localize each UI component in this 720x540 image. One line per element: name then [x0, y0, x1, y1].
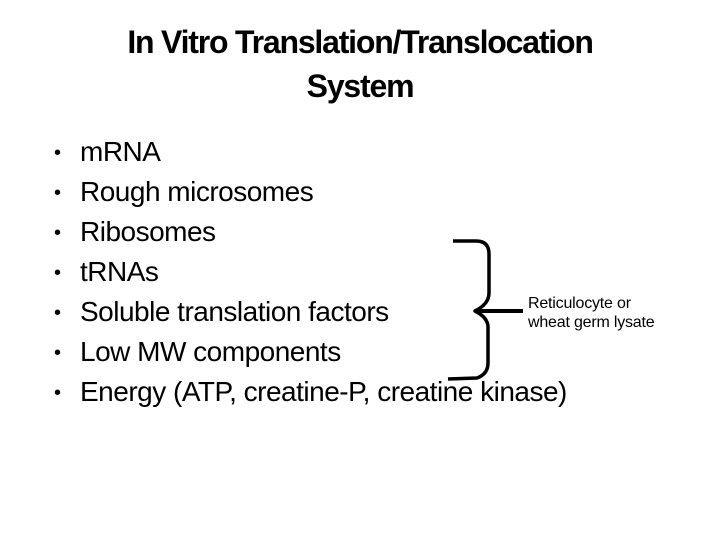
- list-item-label: Soluble translation factors: [80, 296, 389, 327]
- bullet-icon: •: [54, 341, 62, 364]
- list-item-label: mRNA: [80, 136, 161, 167]
- bullet-icon: •: [54, 141, 62, 164]
- list-item: • tRNAs: [54, 252, 567, 292]
- list-item: • Rough microsomes: [54, 172, 567, 212]
- brace-label-line-2: wheat germ lysate: [528, 314, 655, 331]
- list-item-label: Rough microsomes: [80, 176, 314, 207]
- bullet-icon: •: [54, 261, 62, 284]
- list-item: • Low MW components: [54, 332, 567, 372]
- slide-title-line-1: In Vitro Translation/Translocation: [127, 24, 594, 60]
- list-item-label: Energy (ATP, creatine-P, creatine kinase…: [80, 376, 567, 407]
- bullet-icon: •: [54, 221, 62, 244]
- bullet-list: • mRNA • Rough microsomes • Ribosomes • …: [54, 132, 567, 412]
- list-item-label: tRNAs: [80, 256, 159, 287]
- list-item: • mRNA: [54, 132, 567, 172]
- bullet-icon: •: [54, 181, 62, 204]
- list-item: • Soluble translation factors: [54, 292, 567, 332]
- list-item-label: Ribosomes: [80, 216, 216, 247]
- list-item: • Energy (ATP, creatine-P, creatine kina…: [54, 372, 567, 412]
- bullet-icon: •: [54, 381, 62, 404]
- list-item-label: Low MW components: [80, 336, 341, 367]
- slide-title: In Vitro Translation/Translocation Syste…: [0, 20, 720, 108]
- brace-label-line-1: Reticulocyte or: [528, 295, 631, 312]
- slide-title-line-2: System: [306, 68, 415, 104]
- bullet-icon: •: [54, 301, 62, 324]
- list-item: • Ribosomes: [54, 212, 567, 252]
- brace-label: Reticulocyte or wheat germ lysate: [528, 294, 655, 332]
- right-brace-icon: [447, 239, 523, 381]
